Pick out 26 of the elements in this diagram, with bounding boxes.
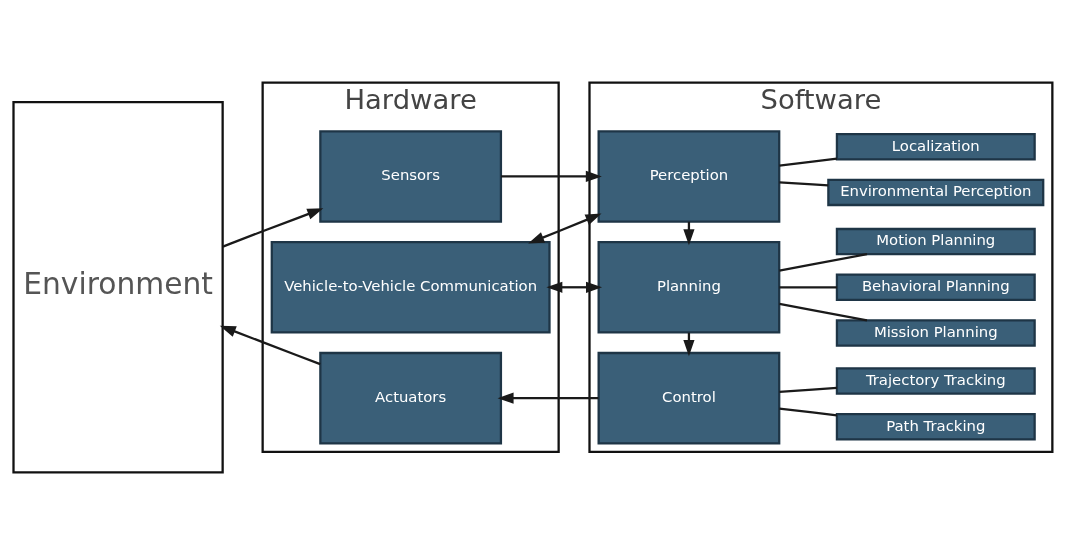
connector xyxy=(779,386,837,394)
node-box: Behavioral Planning xyxy=(835,273,1036,301)
connector xyxy=(779,407,837,417)
node-box: Control xyxy=(597,351,781,445)
node-box: Environment xyxy=(12,101,224,474)
node-box: Trajectory Tracking xyxy=(835,367,1036,395)
arrow xyxy=(222,208,324,248)
arrow xyxy=(501,170,602,183)
node-box: Path Tracking xyxy=(835,413,1036,441)
arrow xyxy=(497,392,599,404)
node-box: Environmental Perception xyxy=(827,178,1045,207)
node-box: Motion Planning xyxy=(835,227,1036,256)
node-box: Vehicle-to-Vehicle Communication xyxy=(270,241,551,334)
connector xyxy=(779,181,829,187)
connector xyxy=(779,157,837,167)
arrow xyxy=(219,325,321,366)
node-box: Sensors xyxy=(319,130,503,223)
node-box: Mission Planning xyxy=(835,319,1036,347)
connector xyxy=(779,253,868,272)
node-box: Planning xyxy=(597,241,781,334)
node-box: Actuators xyxy=(319,351,503,445)
connector xyxy=(779,286,837,289)
node-box: Localization xyxy=(835,133,1036,161)
arrow xyxy=(546,281,603,293)
arrow xyxy=(528,213,602,244)
node-box: Perception xyxy=(597,130,781,223)
